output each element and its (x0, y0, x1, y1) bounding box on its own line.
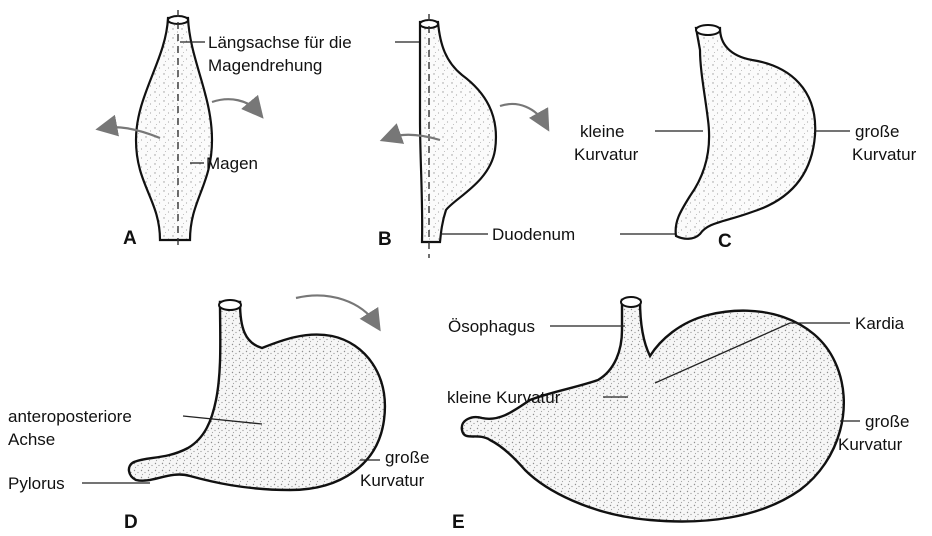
kardia-label: Kardia (855, 314, 905, 333)
grosse-kurvatur-d-line1: große (385, 448, 429, 467)
esophagus-opening-d (219, 300, 241, 310)
kleine-kurvatur-c-line2: Kurvatur (574, 145, 639, 164)
axis-label-line2: Magendrehung (208, 56, 322, 75)
oesophagus-label: Ösophagus (448, 317, 535, 336)
grosse-kurvatur-c-line2: Kurvatur (852, 145, 917, 164)
rotation-arrow-d (296, 296, 376, 324)
duodenum-label: Duodenum (492, 225, 575, 244)
panel-c: C (676, 25, 816, 252)
stomach-d (129, 302, 385, 490)
grosse-kurvatur-e-line1: große (865, 412, 909, 431)
panel-letter-c: C (718, 231, 732, 252)
panel-letter-a: A (123, 228, 137, 249)
panel-b: B (378, 14, 545, 258)
kleine-kurvatur-e-label: kleine Kurvatur (447, 388, 561, 407)
stomach-b (420, 22, 496, 242)
grosse-kurvatur-e-line2: Kurvatur (838, 435, 903, 454)
esophagus-opening-c (696, 25, 720, 35)
panel-letter-e: E (452, 512, 465, 531)
anteroposteriore-line2: Achse (8, 430, 55, 449)
panel-letter-d: D (124, 512, 138, 531)
esophagus-opening-e (621, 297, 641, 307)
rotation-arrow-right-b (500, 104, 545, 124)
panel-letter-b: B (378, 229, 392, 250)
stomach-c (676, 28, 816, 239)
anteroposteriore-line1: anteroposteriore (8, 407, 132, 426)
rotation-arrow-right-a (212, 99, 258, 112)
stomach-spindle-a (136, 18, 212, 240)
pylorus-label: Pylorus (8, 474, 65, 493)
grosse-kurvatur-d-line2: Kurvatur (360, 471, 425, 490)
grosse-kurvatur-c-line1: große (855, 122, 899, 141)
panel-d: D (124, 296, 385, 531)
axis-label-line1: Längsachse für die (208, 33, 352, 52)
magen-label: Magen (206, 154, 258, 173)
kleine-kurvatur-c-line1: kleine (580, 122, 624, 141)
